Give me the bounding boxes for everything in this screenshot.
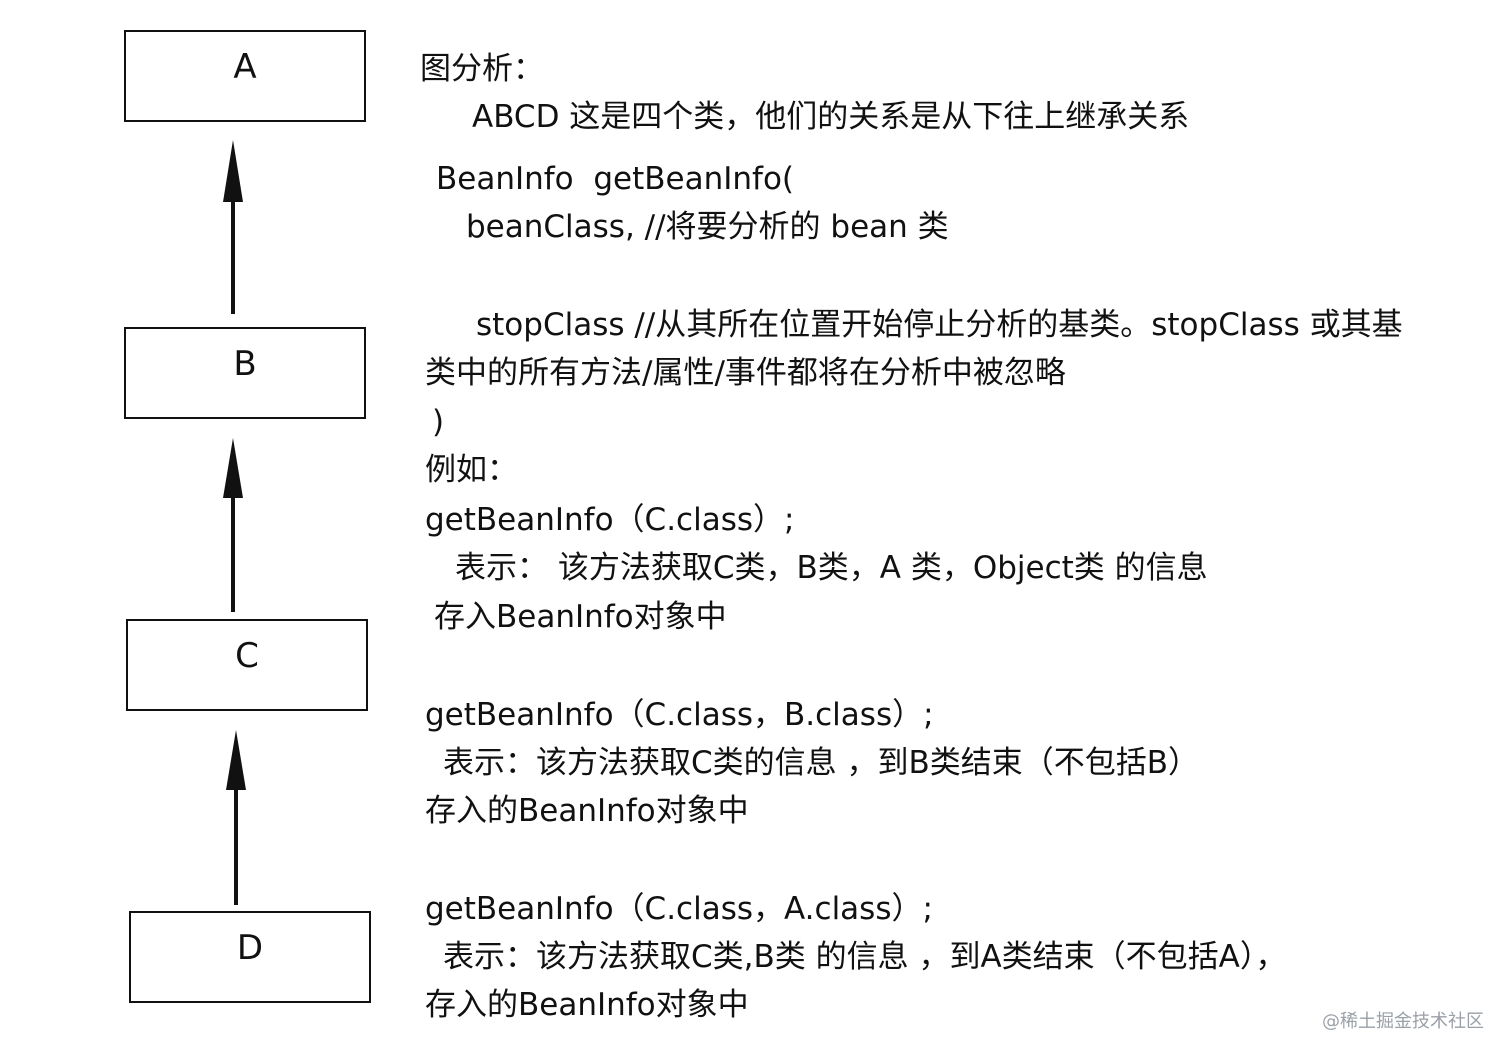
arrow-d-to-c	[226, 730, 246, 905]
example-2-desc: 表示：该方法获取C类的信息 ，到B类结束（不包括B）	[443, 745, 1200, 781]
example-2-call: getBeanInfo（C.class，B.class）;	[425, 697, 934, 733]
signature-line-4: 类中的所有方法/属性/事件都将在分析中被忽略	[425, 355, 1066, 391]
inheritance-diagram: A B C D	[0, 0, 420, 1061]
arrow-c-to-b	[223, 438, 243, 612]
signature-line-3: stopClass //从其所在位置开始停止分析的基类。stopClass 或其…	[476, 307, 1403, 343]
example-1-call: getBeanInfo（C.class）;	[425, 502, 795, 538]
watermark: @稀土掘金技术社区	[1322, 1011, 1484, 1032]
class-box-d: D	[129, 911, 371, 1003]
class-label-c: C	[235, 636, 259, 676]
signature-line-1: BeanInfo getBeanInfo(	[436, 161, 795, 197]
example-3-call: getBeanInfo（C.class，A.class）;	[425, 891, 933, 927]
example-1-desc: 表示： 该方法获取C类，B类，A 类，Object类 的信息	[455, 550, 1208, 586]
example-3-store: 存入的BeanInfo对象中	[425, 987, 749, 1023]
analysis-intro: ABCD 这是四个类，他们的关系是从下往上继承关系	[472, 99, 1190, 135]
class-box-b: B	[124, 327, 366, 419]
class-label-d: D	[236, 928, 264, 968]
class-label-b: B	[233, 344, 257, 384]
signature-line-5: )	[432, 404, 445, 440]
class-box-a: A	[124, 30, 366, 122]
class-box-c: C	[126, 619, 368, 711]
signature-line-2: beanClass, //将要分析的 bean 类	[466, 209, 949, 245]
example-3-desc: 表示：该方法获取C类,B类 的信息 ，到A类结束（不包括A），	[443, 939, 1287, 975]
inheritance-arrows	[223, 140, 246, 905]
class-label-a: A	[233, 47, 257, 87]
arrow-b-to-a	[223, 140, 243, 314]
example-1-store: 存入BeanInfo对象中	[434, 599, 727, 635]
example-label: 例如：	[425, 452, 518, 488]
example-2-store: 存入的BeanInfo对象中	[425, 793, 749, 829]
analysis-heading: 图分析：	[420, 51, 544, 87]
